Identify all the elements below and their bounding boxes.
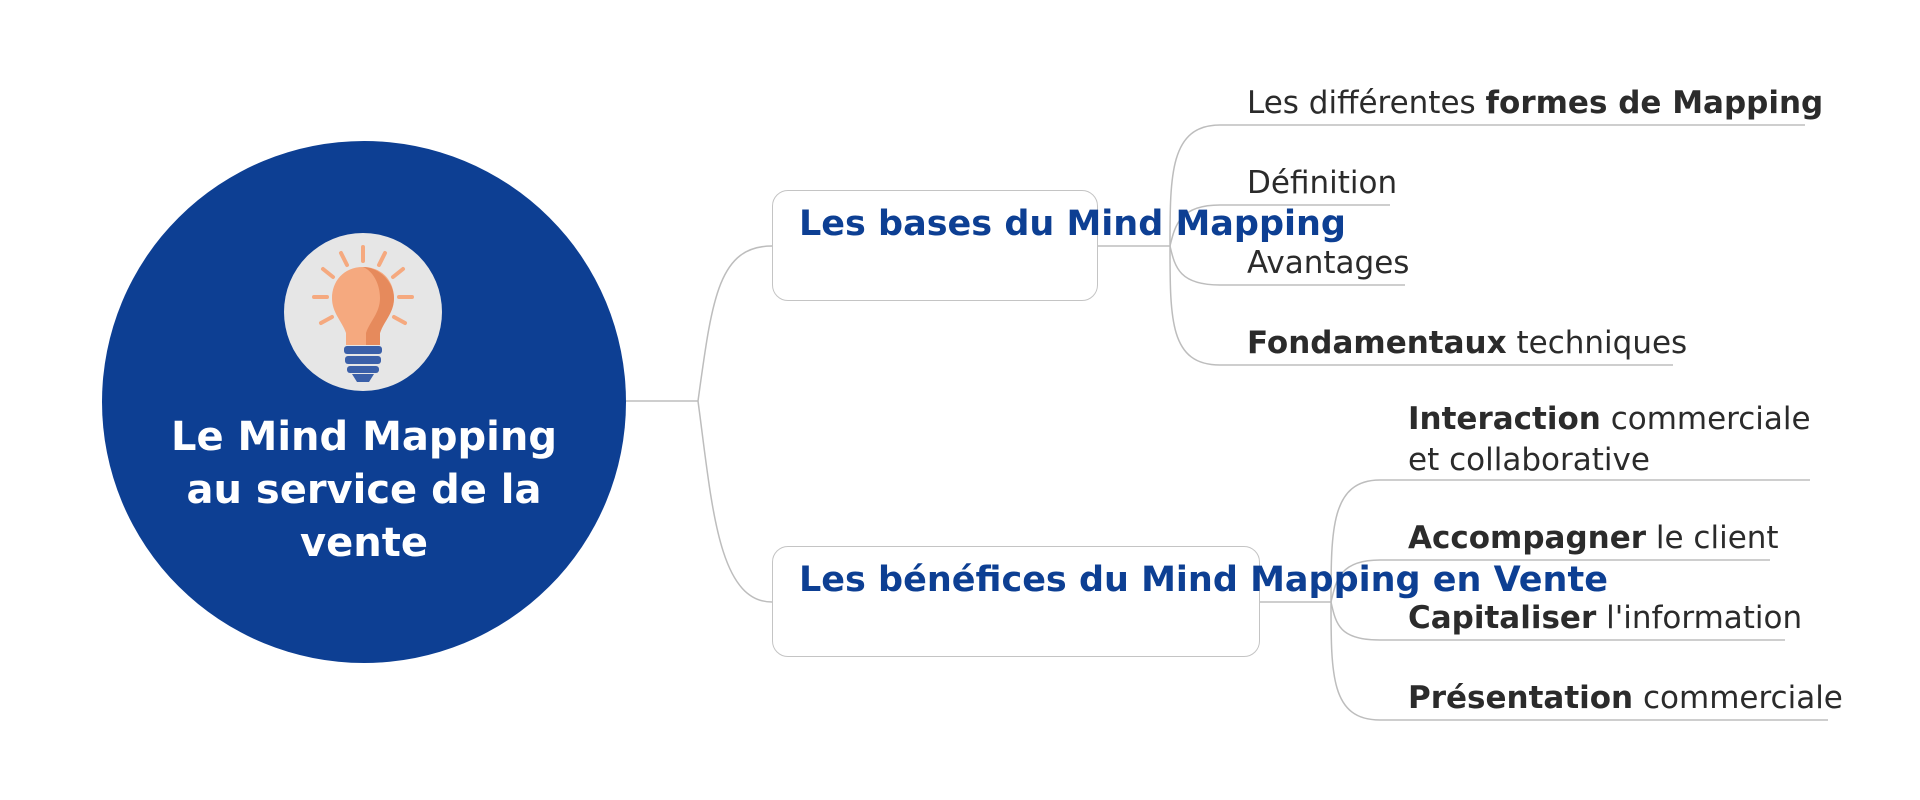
leaf-formes-de-mapping[interactable]: Les différentes formes de Mapping xyxy=(1247,83,1823,124)
central-topic-title: Le Mind Mapping au service de la vente xyxy=(171,414,557,566)
connector-leaf-2-2 xyxy=(1330,559,1770,603)
connector-to-branch-1 xyxy=(697,245,773,402)
leaf-text-bold: Fondamentaux xyxy=(1247,325,1507,361)
leaf-text-part: l'information xyxy=(1596,600,1803,636)
leaf-accompagner-le-client[interactable]: Accompagner le client xyxy=(1408,518,1779,559)
leaf-text-bold: formes de Mapping xyxy=(1485,85,1824,121)
leaf-text-part: Les différentes xyxy=(1247,85,1486,121)
leaf-text-line2: et collaborative xyxy=(1408,442,1650,478)
leaf-text-part: commerciale xyxy=(1600,401,1811,437)
leaf-presentation-commerciale[interactable]: Présentation commerciale xyxy=(1408,678,1843,719)
leaf-text-bold: Interaction xyxy=(1408,401,1601,437)
leaf-text-bold: Capitaliser xyxy=(1408,600,1597,636)
connector-leaf-1-4 xyxy=(1169,245,1673,366)
connector-leaf-2-3 xyxy=(1330,601,1785,641)
leaf-text-part: techniques xyxy=(1506,325,1688,361)
lightbulb-graphic xyxy=(312,245,414,382)
leaf-fondamentaux-techniques[interactable]: Fondamentaux techniques xyxy=(1247,323,1687,364)
connector-leaf-1-3 xyxy=(1169,245,1405,286)
leaf-text-part: commerciale xyxy=(1633,680,1843,716)
leaf-text-part: Définition xyxy=(1247,165,1398,201)
leaf-text-bold: Présentation xyxy=(1408,680,1634,716)
leaf-definition[interactable]: Définition xyxy=(1247,163,1397,204)
leaf-capitaliser-information[interactable]: Capitaliser l'information xyxy=(1408,598,1802,639)
connector-leaf-1-1 xyxy=(1169,124,1805,247)
lightbulb-icon xyxy=(284,233,442,391)
leaf-text-part: le client xyxy=(1646,520,1779,556)
leaf-interaction-commerciale[interactable]: Interaction commerciale et collaborative xyxy=(1408,399,1811,481)
branch-bases-du-mind-mapping[interactable]: Les bases du Mind Mapping xyxy=(772,190,1346,301)
branch-benefices-en-vente[interactable]: Les bénéfices du Mind Mapping en Vente xyxy=(772,546,1608,657)
leaf-avantages[interactable]: Avantages xyxy=(1247,243,1409,284)
connector-leaf-2-1 xyxy=(1330,479,1810,603)
connector-leaf-1-2 xyxy=(1169,204,1390,247)
connector-leaf-2-4 xyxy=(1330,601,1828,721)
central-topic: Le Mind Mapping au service de la vente xyxy=(102,141,626,663)
connector-to-branch-2 xyxy=(697,400,773,603)
leaf-text-bold: Accompagner xyxy=(1408,520,1647,556)
leaf-text-part: Avantages xyxy=(1247,245,1410,281)
